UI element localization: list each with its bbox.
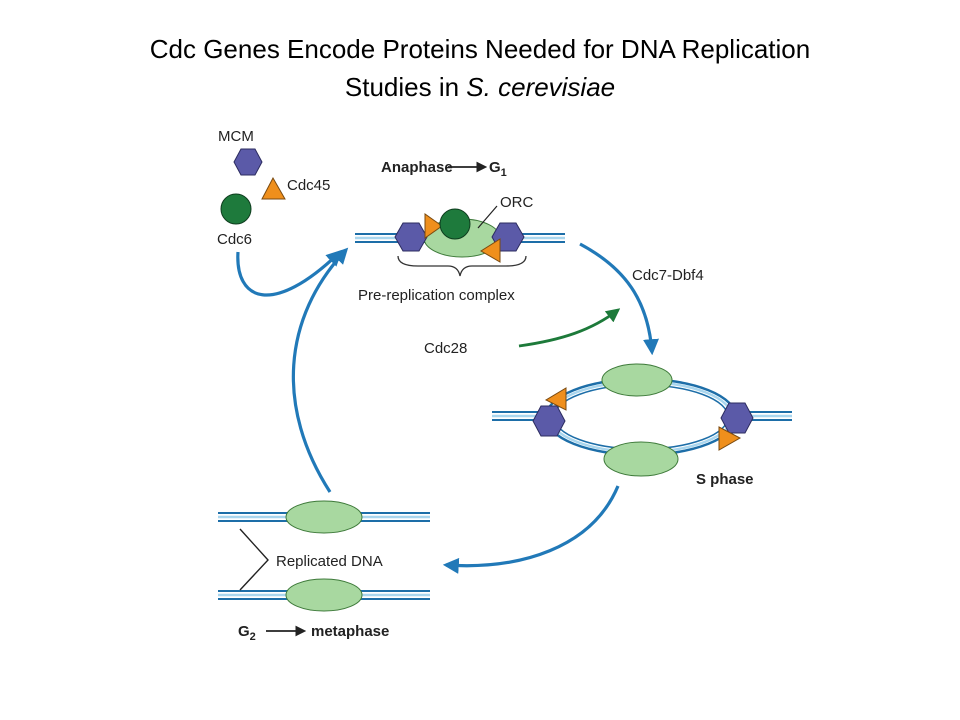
g2-orc-top — [285, 500, 363, 534]
cdc7dbf4-label: Cdc7-Dbf4 — [632, 267, 704, 284]
prerep-cdc45-left — [424, 213, 443, 239]
g1-subscript: 1 — [501, 167, 507, 179]
g1-to-sphase-arrow — [579, 242, 659, 356]
sphase-label: S phase — [696, 471, 754, 488]
cdc6-legend-circle — [220, 193, 252, 225]
cdc6-to-g1-arrow — [236, 249, 343, 297]
sphase-orc-top — [601, 363, 673, 397]
metaphase-label: metaphase — [311, 623, 389, 640]
slide-title-line1: Cdc Genes Encode Proteins Needed for DNA… — [149, 34, 811, 64]
g2-to-g1-arrow — [291, 247, 349, 493]
cdc6-label: Cdc6 — [217, 231, 252, 248]
sphase-cdc45-right — [718, 426, 742, 451]
cdc45-legend-triangle — [261, 176, 286, 200]
slide-title-line2: Studies in S. cerevisiae — [0, 72, 960, 103]
g2-letter: G — [238, 623, 250, 640]
g1-label: G1 — [489, 159, 507, 179]
orc-pointer — [477, 205, 498, 229]
replicated-dna-label: Replicated DNA — [276, 553, 383, 570]
sphase-cdc45-left — [544, 387, 567, 411]
cdc28-arrow — [518, 308, 621, 348]
orc-label: ORC — [500, 194, 534, 211]
mcm-legend-hexagon — [233, 148, 263, 176]
g2-subscript: 2 — [250, 631, 256, 643]
cdc45-label: Cdc45 — [287, 177, 330, 194]
cdc28-label: Cdc28 — [424, 340, 467, 357]
sphase-to-g2-arrow — [442, 485, 620, 574]
sphase-mcm-left — [532, 405, 566, 437]
title-prefix: Studies in — [344, 72, 467, 102]
mcm-label: MCM — [218, 128, 254, 145]
g1-letter: G — [489, 159, 501, 176]
prerep-cdc6-circle — [439, 208, 471, 240]
g2-label: G2 — [238, 623, 256, 643]
prerep-mcm-left — [394, 222, 428, 252]
prerep-cdc45-right — [480, 238, 501, 263]
g2-orc-bottom — [285, 578, 363, 612]
prerep-brace — [397, 255, 527, 277]
anaphase-label: Anaphase — [381, 159, 453, 176]
title-species: S. cerevisiae — [466, 72, 616, 102]
sphase-orc-bottom — [603, 441, 679, 477]
replicated-dna-bracket — [239, 528, 269, 591]
prerep-label: Pre-replication complex — [358, 287, 515, 304]
